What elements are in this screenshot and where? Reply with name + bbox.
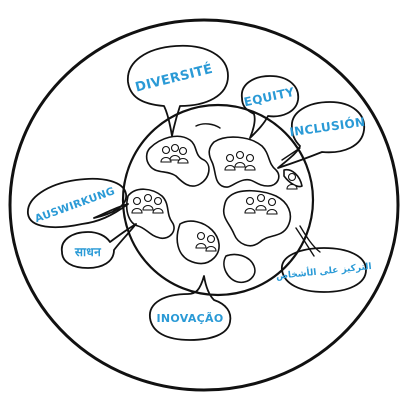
- people-group-icon: [286, 172, 298, 190]
- label-diversite: DIVERSITÉ: [134, 61, 215, 96]
- speech-bubble-arabic: التركيز على الأشخاص: [275, 225, 372, 293]
- people-group-icon: [131, 193, 164, 214]
- people-group-icon: [244, 193, 278, 215]
- globe-icon: [121, 103, 315, 297]
- label-inclusion: INCLUSIÓN: [289, 114, 367, 139]
- label-auswirkung: AUSWIRKUNG: [33, 185, 116, 225]
- speech-bubble-diversite: DIVERSITÉ: [127, 44, 229, 137]
- speech-bubble-auswirkung: AUSWIRKUNG: [27, 177, 129, 229]
- people-group-icon: [160, 143, 189, 164]
- speech-bubble-inovacao: INOVAÇÃO: [149, 275, 232, 341]
- label-equity: EQUITY: [243, 85, 296, 109]
- label-sadhan: साधन: [74, 245, 102, 259]
- label-inovacao: INOVAÇÃO: [157, 312, 224, 325]
- speech-bubble-sadhan: साधन: [60, 223, 137, 269]
- people-group-icon: [224, 150, 256, 171]
- people-group-icon: [195, 231, 217, 252]
- outer-frame-circle: [8, 18, 400, 392]
